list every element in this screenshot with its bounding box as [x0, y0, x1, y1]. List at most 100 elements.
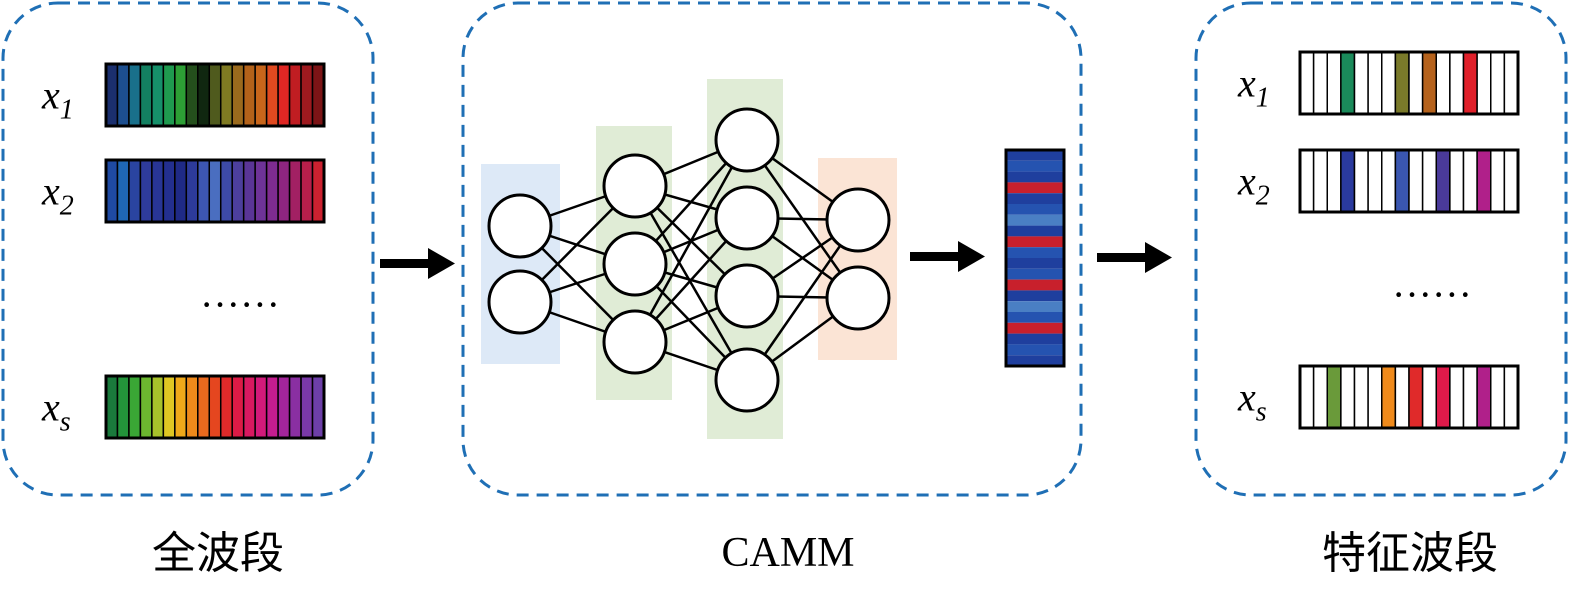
- band-cell: [288, 375, 302, 439]
- network-node: [487, 193, 553, 259]
- band-cell: [265, 375, 279, 439]
- band-cell: [174, 375, 188, 439]
- network-node: [487, 269, 553, 335]
- caption-feature-band: 特征波段: [1322, 529, 1498, 578]
- band-cell: [254, 375, 268, 439]
- band-cell: [116, 375, 130, 439]
- band-cell: [1353, 149, 1369, 213]
- band-cell: [139, 375, 153, 439]
- band-cell: [1476, 51, 1492, 115]
- strip-cell: [1006, 150, 1064, 161]
- band-cell: [197, 63, 211, 127]
- strip-cell: [1006, 193, 1064, 204]
- caption-full-band: 全波段: [152, 529, 284, 578]
- band-cell: [1435, 149, 1451, 213]
- band-cell: [1462, 365, 1478, 429]
- band-cell: [1476, 149, 1492, 213]
- arrow-network-to-strip: [910, 241, 985, 272]
- network-node: [825, 187, 891, 253]
- band-cell: [1394, 149, 1410, 213]
- network-node: [714, 263, 780, 329]
- strip-cell: [1006, 236, 1064, 248]
- band-cell: [1299, 365, 1315, 429]
- band-cell: [277, 375, 291, 439]
- band-cell: [311, 63, 325, 127]
- band-cell: [1381, 365, 1397, 429]
- band-cell: [139, 159, 153, 223]
- band-cell: [265, 63, 279, 127]
- band-cell: [1490, 149, 1506, 213]
- band-cell: [128, 63, 142, 127]
- strip-cell: [1006, 171, 1064, 183]
- band-cell: [1353, 365, 1369, 429]
- band-cell: [185, 159, 199, 223]
- full-band-ellipsis: ······: [200, 282, 280, 327]
- strip-cell: [1006, 344, 1064, 356]
- band-cell: [1312, 149, 1328, 213]
- arrow-camm-to-feature: [1097, 242, 1172, 273]
- band-cell: [1299, 51, 1315, 115]
- band-cell: [208, 63, 222, 127]
- strip-cell: [1006, 258, 1064, 269]
- band-cell: [116, 159, 130, 223]
- band-cell: [1367, 149, 1383, 213]
- neural-network: [481, 79, 897, 439]
- network-node: [714, 185, 780, 251]
- band-cell: [128, 375, 142, 439]
- band-cell: [1503, 365, 1519, 429]
- band-cell: [231, 159, 245, 223]
- band-cell: [128, 159, 142, 223]
- strip-cell: [1006, 204, 1064, 215]
- feature-band-ellipsis: ······: [1392, 272, 1472, 317]
- band-cell: [1367, 365, 1383, 429]
- camm-panel: [461, 1, 1083, 497]
- band-cell: [1394, 51, 1410, 115]
- band-cell: [1421, 51, 1437, 115]
- band-cell: [1476, 365, 1492, 429]
- band-cell: [288, 63, 302, 127]
- band-cell: [1408, 149, 1424, 213]
- band-cell: [1353, 51, 1369, 115]
- band-cell: [162, 63, 176, 127]
- band-cell: [311, 375, 325, 439]
- output-attention-strip: [1004, 148, 1066, 368]
- band-cell: [105, 159, 119, 223]
- band-cell: [162, 375, 176, 439]
- strip-cell: [1006, 322, 1064, 334]
- band-strip-outline: [1298, 50, 1520, 116]
- band-cell: [1340, 365, 1356, 429]
- band-cell: [1312, 365, 1328, 429]
- band-cell: [242, 159, 256, 223]
- row-label-xs: xs: [41, 385, 71, 438]
- band-cell: [1462, 51, 1478, 115]
- band-cell: [105, 63, 119, 127]
- band-cell: [197, 375, 211, 439]
- strip-cell: [1006, 182, 1064, 194]
- band-cell: [300, 159, 314, 223]
- band-cell: [300, 63, 314, 127]
- band-cell: [151, 375, 165, 439]
- band-cell: [288, 159, 302, 223]
- band-cell: [1462, 149, 1478, 213]
- strip-cell: [1006, 301, 1064, 312]
- band-cell: [1340, 149, 1356, 213]
- band-cell: [185, 375, 199, 439]
- caption-camm: CAMM: [721, 530, 854, 576]
- strip-cell: [1006, 355, 1064, 366]
- band-cell: [1449, 149, 1465, 213]
- band-cell: [1503, 51, 1519, 115]
- row-label-x2: x2: [41, 169, 74, 222]
- strip-cell: [1006, 268, 1064, 280]
- band-cell: [311, 159, 325, 223]
- band-cell: [174, 159, 188, 223]
- band-cell: [185, 63, 199, 127]
- network-node: [714, 107, 780, 173]
- band-cell: [1503, 149, 1519, 213]
- arrow-left-to-camm: [380, 248, 455, 279]
- band-cell: [1381, 149, 1397, 213]
- band-cell: [162, 159, 176, 223]
- band-cell: [1408, 51, 1424, 115]
- strip-cell: [1006, 312, 1064, 323]
